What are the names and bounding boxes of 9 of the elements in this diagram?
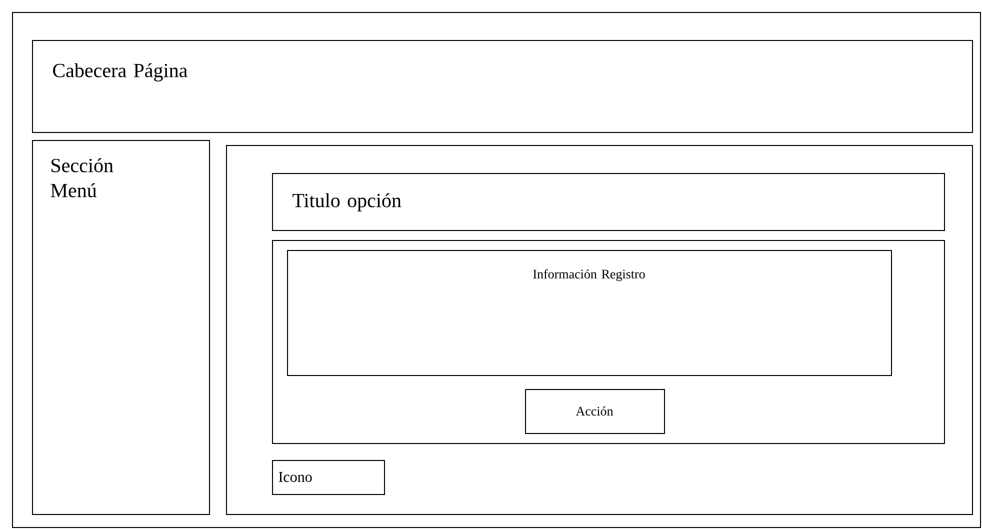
- title-box: Titulo opción: [272, 173, 945, 231]
- content-panel: [226, 145, 973, 515]
- action-button: Acción: [525, 389, 665, 434]
- menu-box: Sección Menú: [32, 140, 210, 515]
- header-box: Cabecera Página: [32, 40, 973, 133]
- page-frame: [12, 12, 981, 528]
- info-box: Información Registro: [287, 250, 892, 376]
- form-panel: [272, 240, 945, 444]
- icon-box: Icono: [272, 460, 385, 495]
